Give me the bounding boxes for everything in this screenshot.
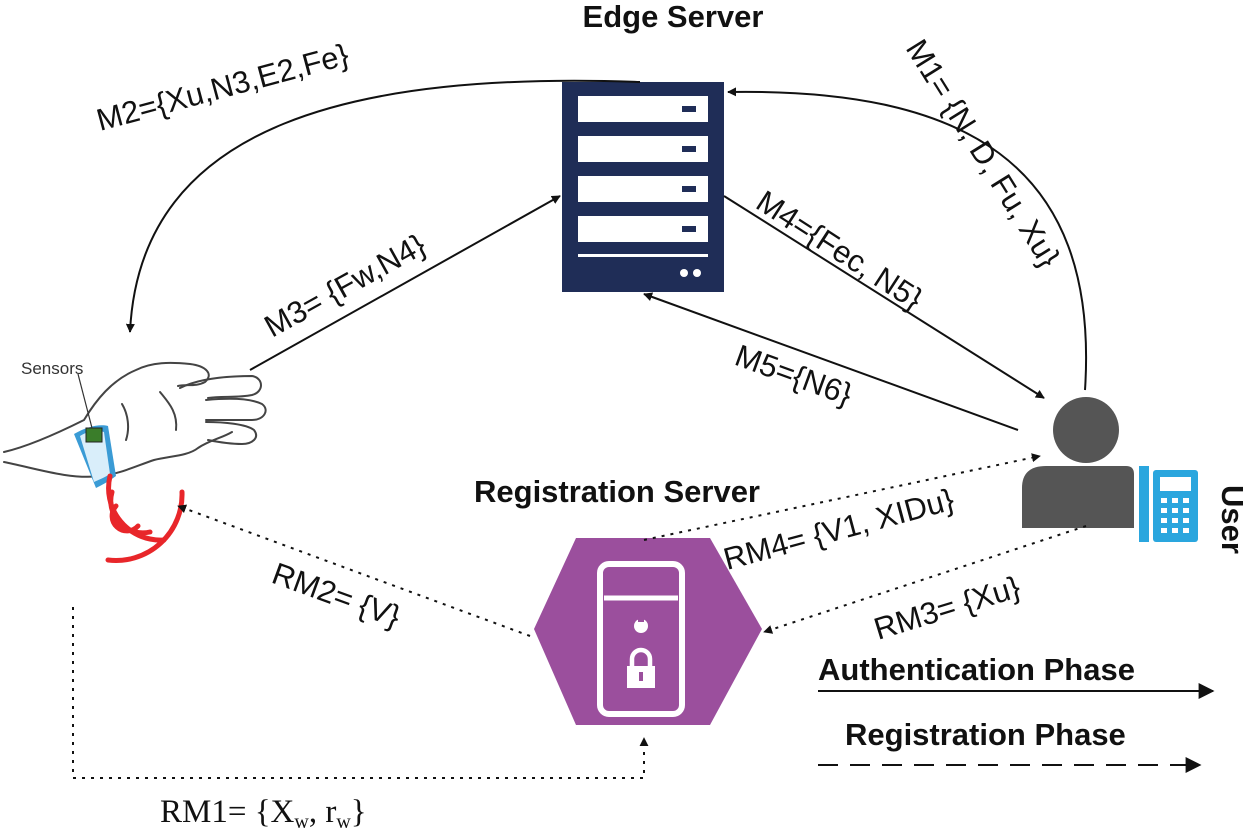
wristband [74,425,116,488]
label-m1: M1= {N, D, Fu, Xu} [899,33,1067,273]
legend: Authentication Phase Registration Phase [818,652,1215,773]
registration-server-title: Registration Server [474,474,760,509]
label-m4: M4={Fec, N5} [750,184,929,317]
phone-icon [1139,466,1198,542]
label-m2: M2={Xu,N3,E2,Fe} [93,37,353,138]
hand-wristband-icon [3,361,267,478]
label-rm2: RM2= {V} [268,556,405,635]
arrow-m2 [125,79,641,333]
label-m3: M3= {Fw,N4} [258,227,431,344]
sensors-label: Sensors [21,359,83,378]
sensor-pointer [77,373,93,429]
arrow-m4 [723,195,1045,399]
user-title: User [1215,485,1250,554]
server-icon [562,82,724,292]
arrow-rm3 [763,525,1087,634]
arrow-m3 [249,195,561,371]
legend-registration-label: Registration Phase [845,717,1126,752]
user-icon [1022,397,1134,528]
signal-waves-icon [105,473,185,563]
edge-server-title: Edge Server [583,0,764,34]
arrow-m1 [727,87,1088,391]
legend-authentication-label: Authentication Phase [818,652,1135,687]
label-rm3: RM3= {Xu} [870,569,1024,647]
arrow-m5 [643,292,1019,431]
label-rm1: RM1= {Xw, rw} [160,794,367,833]
lock-server-icon [534,538,762,725]
